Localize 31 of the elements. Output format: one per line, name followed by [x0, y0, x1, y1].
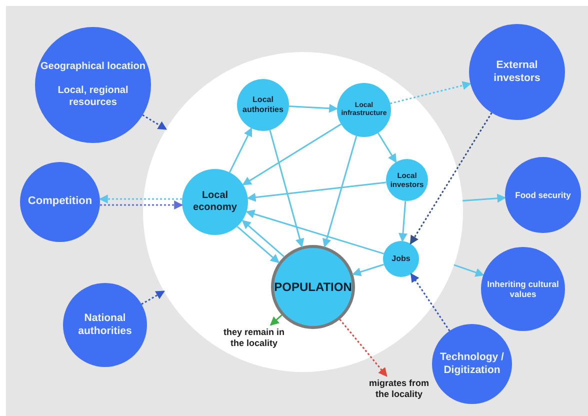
note-text: they remain in the locality	[218, 327, 290, 350]
arrow	[242, 124, 342, 186]
arrow	[270, 314, 282, 326]
arrow	[246, 182, 386, 202]
circle-text: Local, regional resources	[56, 85, 130, 109]
arrow	[100, 200, 184, 210]
arrow	[228, 127, 252, 173]
arrow	[98, 194, 182, 204]
arrow	[462, 194, 506, 203]
arrow	[410, 112, 492, 245]
circle-text: Geographical location	[40, 61, 146, 73]
arrow	[288, 104, 338, 113]
factor-circle: POPULATION	[271, 245, 355, 329]
factor-circle: Local authorities	[237, 79, 289, 131]
arrow	[141, 290, 165, 305]
factor-circle: Jobs	[383, 241, 419, 277]
arrow	[246, 210, 384, 254]
factor-circle: Local economy	[182, 169, 248, 235]
arrow	[352, 264, 384, 276]
arrow	[142, 114, 168, 130]
arrow	[377, 132, 397, 164]
arrow	[236, 226, 280, 264]
arrow	[454, 264, 484, 277]
arrow	[339, 318, 388, 377]
arrow	[269, 130, 304, 248]
note-text: migrates from the locality	[363, 378, 435, 400]
arrow	[322, 136, 358, 248]
arrow	[410, 272, 450, 332]
arrow	[242, 220, 284, 258]
arrow	[390, 81, 472, 104]
arrow	[398, 200, 408, 242]
